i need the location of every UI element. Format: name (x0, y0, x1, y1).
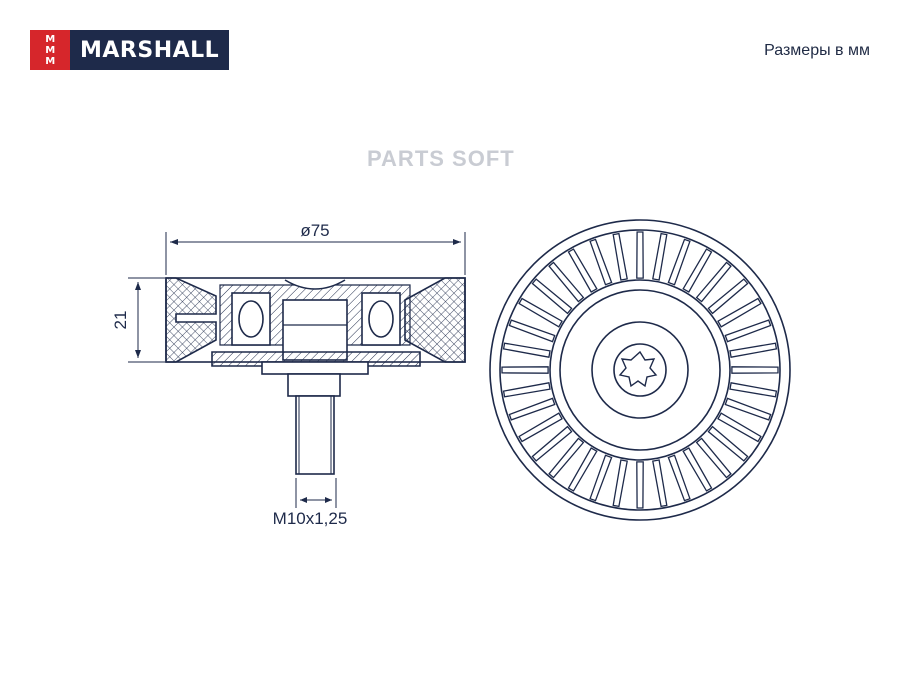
pulley-spoke (652, 459, 668, 508)
pulley-spoke (652, 232, 668, 281)
pulley-spoke (589, 454, 613, 502)
pulley-spoke (636, 231, 644, 279)
brand-name: MARSHALL (70, 30, 230, 70)
diameter-dimension-label: ø75 (300, 221, 329, 240)
pulley-spoke (636, 461, 644, 509)
pulley-spoke (531, 278, 573, 315)
pulley-spoke (724, 319, 772, 343)
pulley-spoke (548, 261, 585, 303)
pulley-spoke (518, 412, 563, 443)
pulley-spoke (682, 447, 713, 492)
units-note: Размеры в мм (764, 42, 870, 59)
logo-mark-line: M (45, 55, 55, 67)
pulley-spoke (612, 459, 628, 508)
pulley-spoke (707, 425, 749, 462)
logo-mark-icon: M M M (30, 30, 70, 70)
height-dimension-label: 21 (111, 311, 130, 330)
pulley-spoke (731, 366, 779, 374)
pulley-spoke (567, 447, 598, 492)
pulley-spoke (508, 319, 556, 343)
watermark: PARTS SOFT (367, 146, 515, 171)
pulley-spoke (729, 342, 778, 358)
pulley-spoke (548, 437, 585, 479)
pulley-spoke (682, 248, 713, 293)
pulley-spoke (717, 412, 762, 443)
pulley-spoke (667, 238, 691, 286)
pulley-spoke (729, 382, 778, 398)
front-view (489, 219, 791, 521)
logo-mark-line: M (45, 44, 55, 56)
pulley-spoke (707, 278, 749, 315)
pulley-spoke (717, 297, 762, 328)
thread-dimension-label: M10x1,25 (273, 509, 348, 528)
pulley-spoke (502, 382, 551, 398)
section-view (128, 232, 466, 508)
pulley-spoke (724, 397, 772, 421)
pulley-spoke (612, 232, 628, 281)
logo-mark-line: M (45, 33, 55, 45)
pulley-spoke (589, 238, 613, 286)
pulley-spoke (567, 248, 598, 293)
pulley-spoke (531, 425, 573, 462)
pulley-spoke (667, 454, 691, 502)
pulley-spoke (695, 261, 732, 303)
pulley-spoke (508, 397, 556, 421)
pulley-spoke (518, 297, 563, 328)
pulley-spoke (502, 342, 551, 358)
pulley-spoke (695, 437, 732, 479)
brand-logo: M M M MARSHALL (30, 30, 230, 70)
pulley-spoke (501, 366, 549, 374)
